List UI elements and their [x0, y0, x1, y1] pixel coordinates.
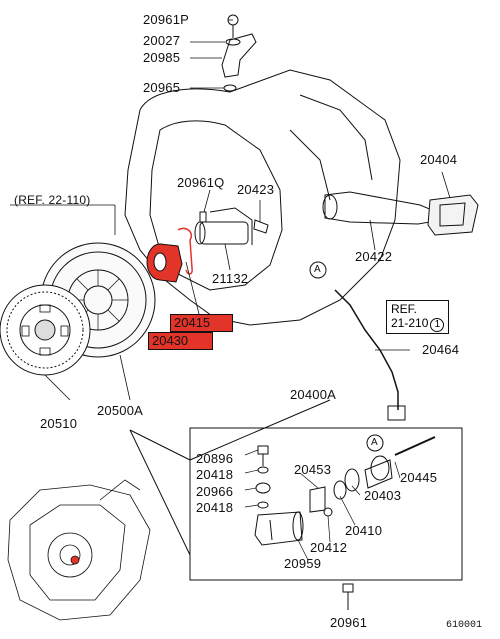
label-20896: 20896: [196, 451, 234, 466]
label-20965: 20965: [143, 80, 181, 95]
label-20404: 20404: [420, 152, 458, 167]
label-20423: 20423: [237, 182, 275, 197]
label-20961: 20961: [330, 615, 368, 630]
label-20430-highlight: 20430: [148, 332, 213, 350]
label-20418-upper: 20418: [196, 467, 234, 482]
transmission-housing: [124, 69, 401, 326]
label-20027: 20027: [143, 33, 181, 48]
label-20961Q: 20961Q: [177, 175, 225, 190]
input-shaft: [199, 221, 249, 245]
label-20966: 20966: [196, 484, 234, 499]
label-20985: 20985: [143, 50, 181, 65]
ref-box-number: 21-210: [391, 316, 429, 330]
transmission-thumbnail: [7, 479, 151, 621]
label-20961P: 20961P: [143, 12, 190, 27]
label-20418-lower: 20418: [196, 500, 234, 515]
callout-a-lower: A: [371, 437, 378, 448]
release-fork: [324, 191, 433, 225]
ref-22-110: (REF. 22-110): [14, 193, 91, 207]
catalog-number: 610001: [446, 620, 483, 631]
label-20453: 20453: [294, 462, 332, 477]
label-21132: 21132: [212, 271, 249, 286]
label-20464: 20464: [422, 342, 460, 357]
slave-cylinder-body: [254, 511, 303, 546]
label-20412: 20412: [310, 540, 348, 555]
slave-cylinder-box: [189, 427, 463, 581]
label-20445: 20445: [400, 470, 438, 485]
label-20403: 20403: [364, 488, 402, 503]
callout-a-upper: A: [314, 264, 321, 275]
label-20410: 20410: [345, 523, 383, 538]
ref-circle-1: 1: [430, 318, 445, 332]
label-20500A: 20500A: [97, 403, 144, 418]
label-20959: 20959: [284, 556, 322, 571]
ref-box-line1: REF.: [391, 302, 418, 316]
fork-boot: [427, 194, 479, 236]
label-20422: 20422: [355, 249, 393, 264]
label-20510: 20510: [40, 416, 78, 431]
label-20415-highlight: 20415: [170, 314, 233, 332]
label-20400A: 20400A: [290, 387, 337, 402]
